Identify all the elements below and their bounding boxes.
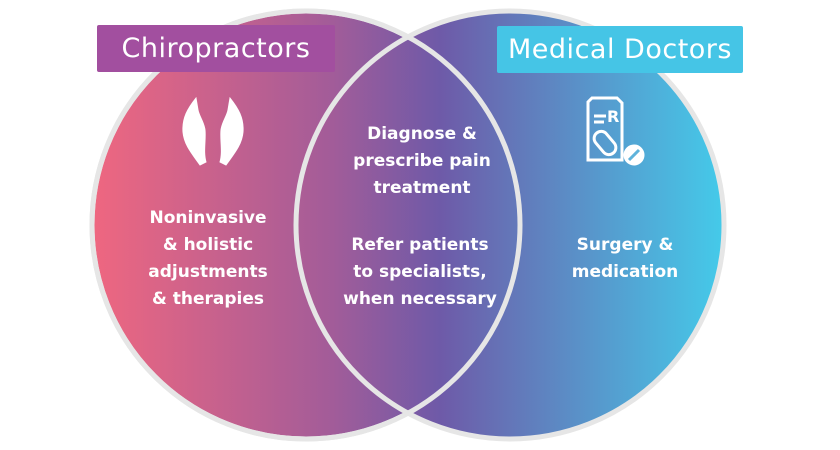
overlap-diagnose: Diagnose & prescribe pain treatment bbox=[353, 121, 491, 202]
text-line: adjustments bbox=[148, 262, 268, 282]
overlap-outline bbox=[89, 8, 523, 442]
medical-doctors-description: Surgery & medication bbox=[572, 232, 679, 286]
text-line: when necessary bbox=[343, 289, 497, 309]
prescription-icon: R bbox=[586, 96, 645, 166]
medical-doctors-circle bbox=[293, 8, 727, 442]
chiropractors-label: Chiropractors bbox=[97, 25, 335, 72]
text-line: to specialists, bbox=[353, 262, 487, 282]
text-line: treatment bbox=[373, 178, 471, 198]
svg-text:R: R bbox=[607, 107, 619, 126]
text-line: Surgery & bbox=[576, 235, 674, 255]
overlap-refer: Refer patients to specialists, when nece… bbox=[343, 232, 497, 313]
text-line: Refer patients bbox=[351, 235, 489, 255]
chiropractors-description: Noninvasive & holistic adjustments & the… bbox=[148, 205, 267, 313]
hands-icon bbox=[182, 96, 244, 166]
text-line: & therapies bbox=[151, 289, 265, 309]
medical-doctors-label: Medical Doctors bbox=[497, 26, 743, 73]
text-line: prescribe pain bbox=[353, 151, 491, 171]
text-line: Noninvasive bbox=[149, 208, 267, 228]
text-line: & holistic bbox=[162, 235, 254, 255]
text-line: Diagnose & bbox=[367, 124, 477, 144]
text-line: medication bbox=[571, 262, 679, 282]
